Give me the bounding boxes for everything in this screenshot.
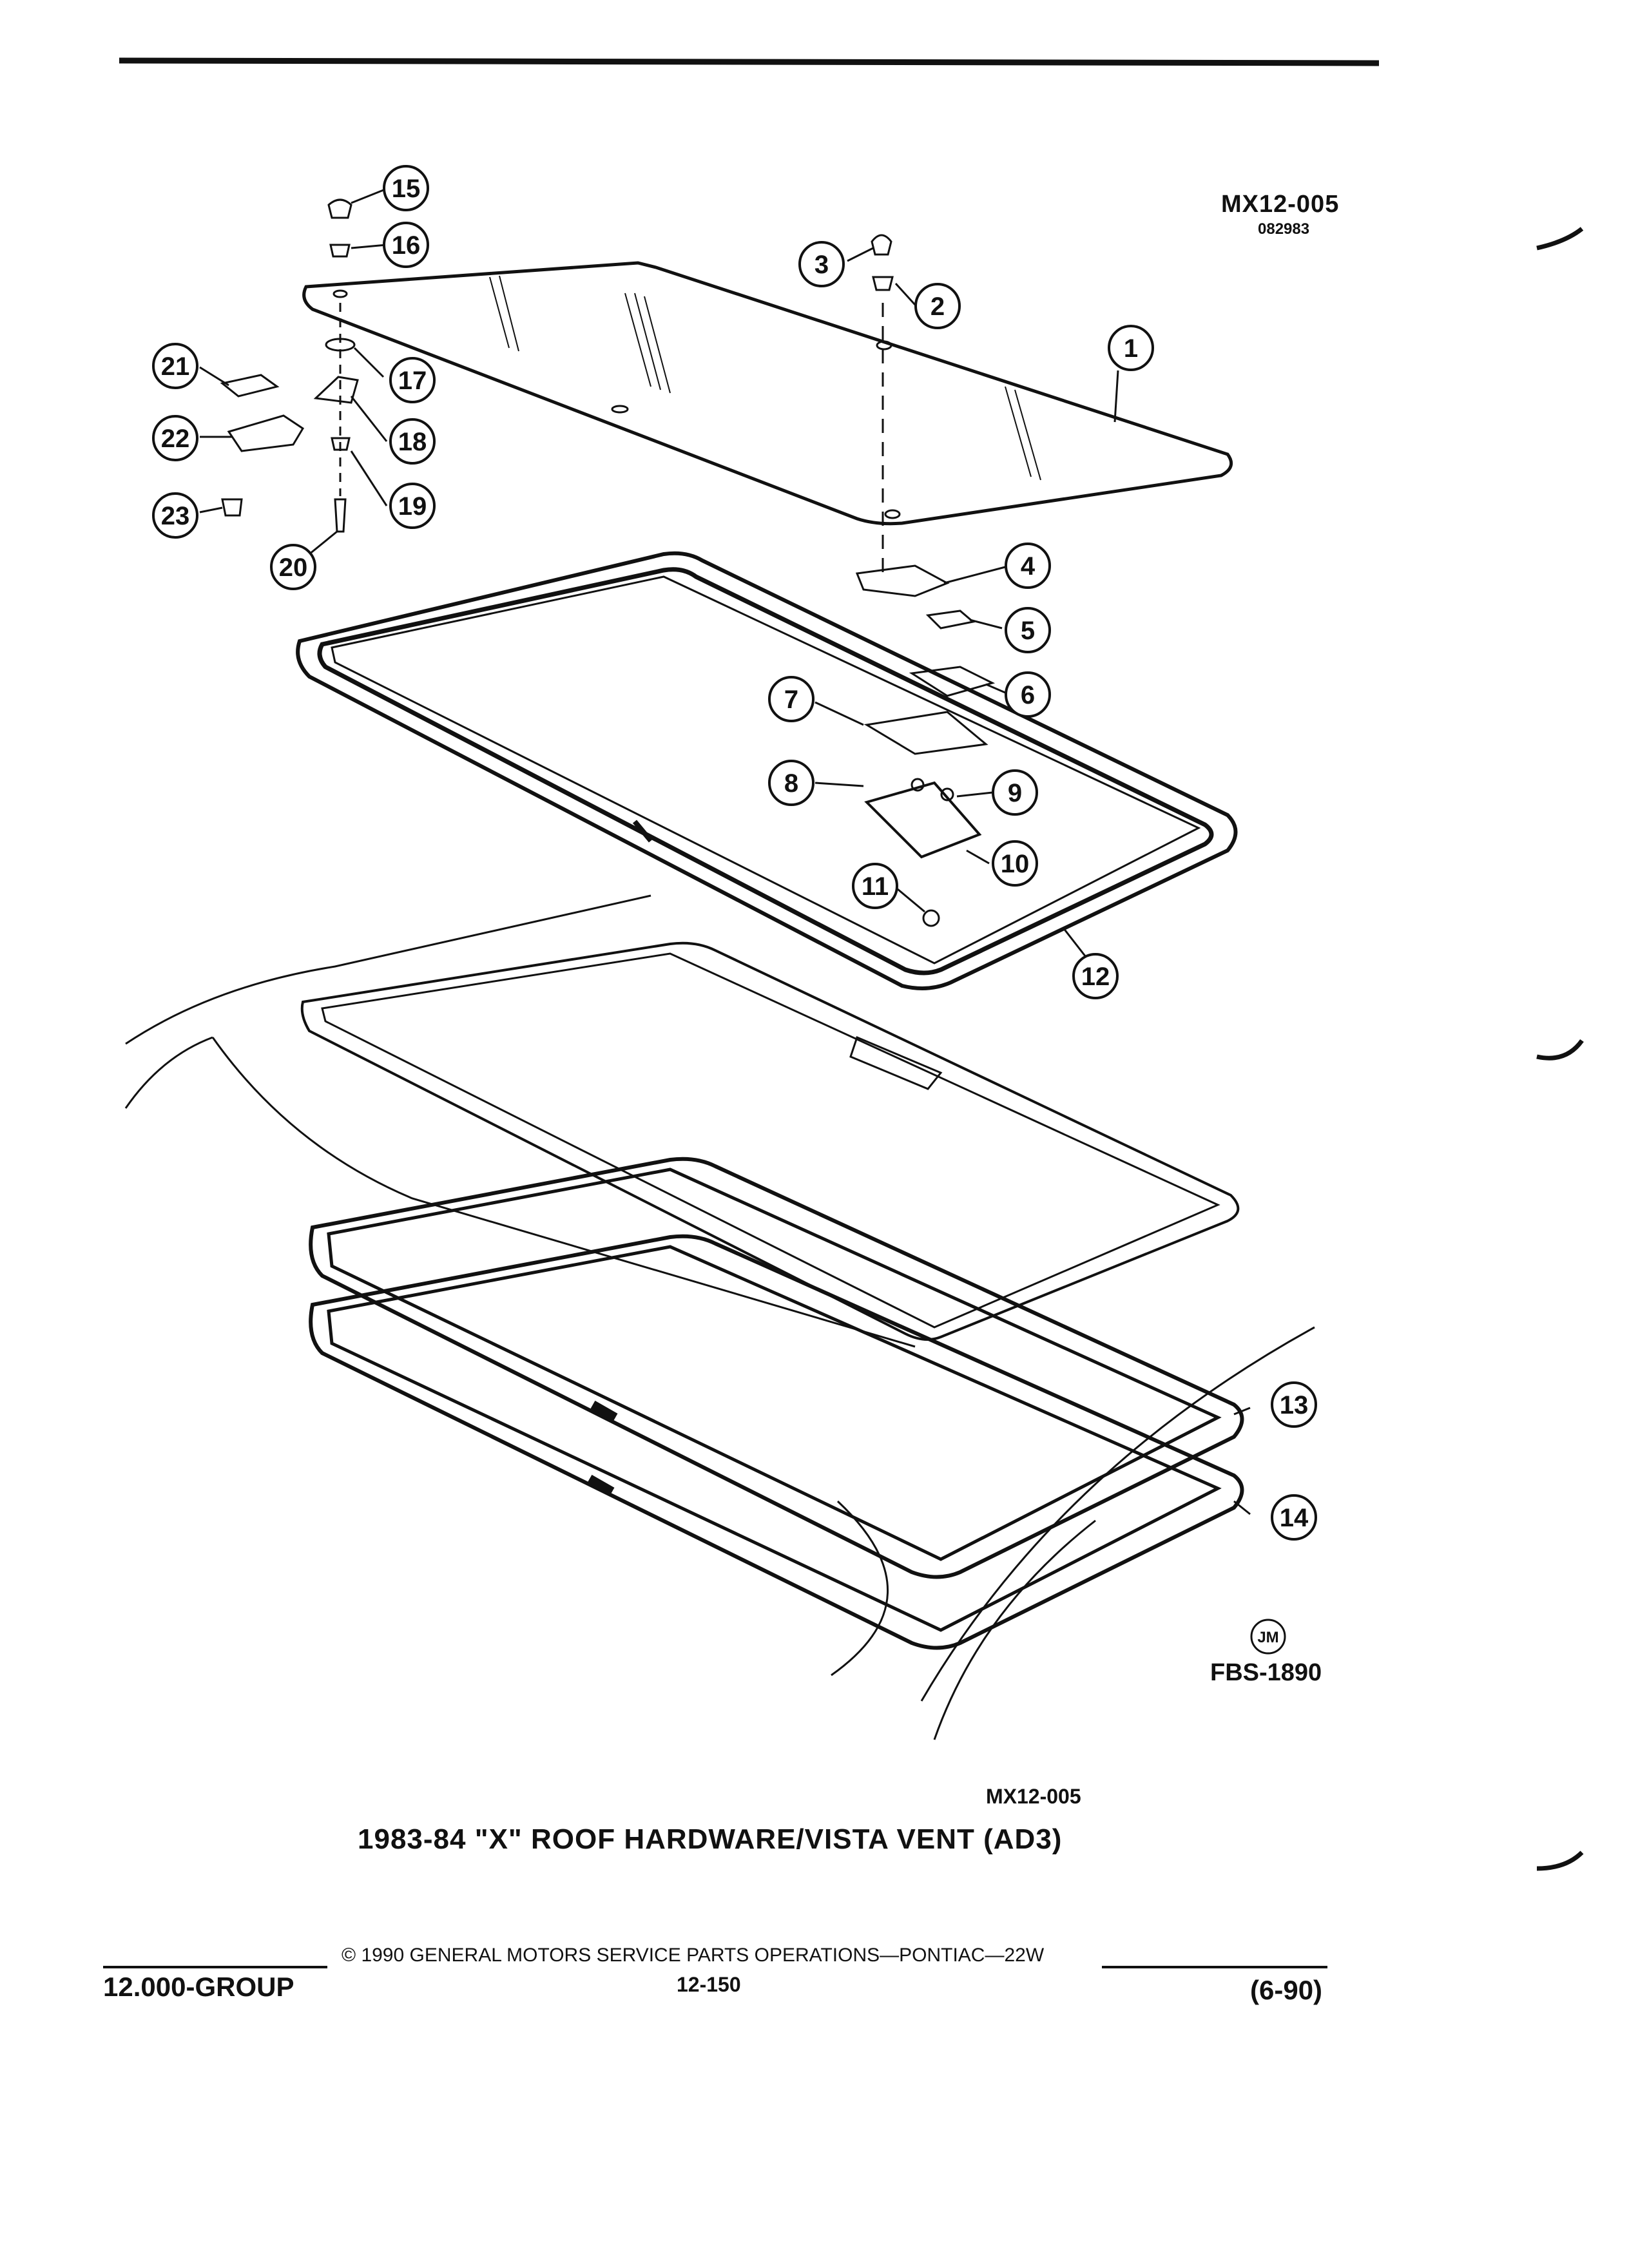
svg-text:5: 5 <box>1021 617 1035 645</box>
callout-16: 16 <box>383 222 429 268</box>
margin-mark <box>1536 1850 1584 1871</box>
callout-22: 22 <box>152 415 198 461</box>
hinge-hardware <box>220 198 359 533</box>
callout-13: 13 <box>1271 1381 1317 1428</box>
callout-20: 20 <box>270 544 316 590</box>
callout-9: 9 <box>992 769 1038 816</box>
svg-text:14: 14 <box>1280 1504 1309 1532</box>
svg-text:1: 1 <box>1124 334 1138 363</box>
top-rule <box>119 57 1380 66</box>
svg-text:22: 22 <box>161 425 190 453</box>
callout-5: 5 <box>1005 607 1051 653</box>
footer-date: (6-90) <box>1250 1975 1323 2005</box>
callout-1: 1 <box>1108 325 1154 371</box>
callout-15: 15 <box>383 165 429 211</box>
svg-text:21: 21 <box>161 352 190 381</box>
callout-21: 21 <box>152 343 198 389</box>
svg-text:2: 2 <box>930 293 945 321</box>
svg-text:18: 18 <box>398 428 427 456</box>
svg-text:12: 12 <box>1081 963 1110 991</box>
svg-text:7: 7 <box>784 686 798 714</box>
callout-11: 11 <box>852 863 898 909</box>
svg-text:15: 15 <box>392 175 421 203</box>
svg-text:17: 17 <box>398 367 427 395</box>
callout-7: 7 <box>768 676 815 722</box>
margin-mark <box>1536 1039 1584 1061</box>
svg-text:JM: JM <box>1257 1629 1278 1646</box>
callout-14: 14 <box>1271 1494 1317 1541</box>
caption-title: 1983-84 "X" ROOF HARDWARE/VISTA VENT (AD… <box>358 1823 1063 1855</box>
seal-upper <box>309 1157 1244 1579</box>
glass-panel <box>302 261 1233 526</box>
caption-code: MX12-005 <box>986 1785 1081 1808</box>
svg-text:20: 20 <box>279 553 308 582</box>
callout-23: 23 <box>152 492 198 539</box>
footer-group: 12.000-GROUP <box>103 1972 294 2002</box>
seal-lower <box>309 1234 1244 1650</box>
svg-text:9: 9 <box>1008 779 1022 807</box>
callout-17: 17 <box>389 357 436 403</box>
roof-outline <box>124 894 1315 1740</box>
margin-mark <box>1536 227 1584 251</box>
svg-text:8: 8 <box>784 769 798 798</box>
svg-text:6: 6 <box>1021 681 1035 709</box>
callout-4: 4 <box>1005 543 1051 589</box>
leader-lines <box>199 189 1251 1515</box>
artist-mark: JM <box>1250 1619 1286 1655</box>
latch-hardware <box>855 234 996 927</box>
callout-18: 18 <box>389 418 436 465</box>
svg-text:13: 13 <box>1280 1391 1309 1419</box>
footer-copyright: © 1990 GENERAL MOTORS SERVICE PARTS OPER… <box>342 1945 1045 1966</box>
svg-text:16: 16 <box>392 231 421 260</box>
svg-text:10: 10 <box>1001 850 1030 878</box>
drawing-date: 082983 <box>1258 220 1310 238</box>
svg-text:23: 23 <box>161 502 190 530</box>
svg-text:4: 4 <box>1021 552 1036 581</box>
vent-frame <box>296 551 1238 990</box>
callout-19: 19 <box>389 483 436 529</box>
callout-2: 2 <box>914 283 961 329</box>
callout-12: 12 <box>1072 953 1119 999</box>
callout-8: 8 <box>768 760 815 806</box>
drawing-code: MX12-005 <box>1221 191 1340 218</box>
page-number: 12-150 <box>677 1973 741 1996</box>
svg-text:19: 19 <box>398 492 427 521</box>
callout-6: 6 <box>1005 671 1051 718</box>
callout-3: 3 <box>798 241 845 287</box>
callout-10: 10 <box>992 840 1038 887</box>
figure-number: FBS-1890 <box>1210 1659 1322 1686</box>
svg-text:11: 11 <box>862 872 889 901</box>
svg-text:3: 3 <box>815 251 829 279</box>
